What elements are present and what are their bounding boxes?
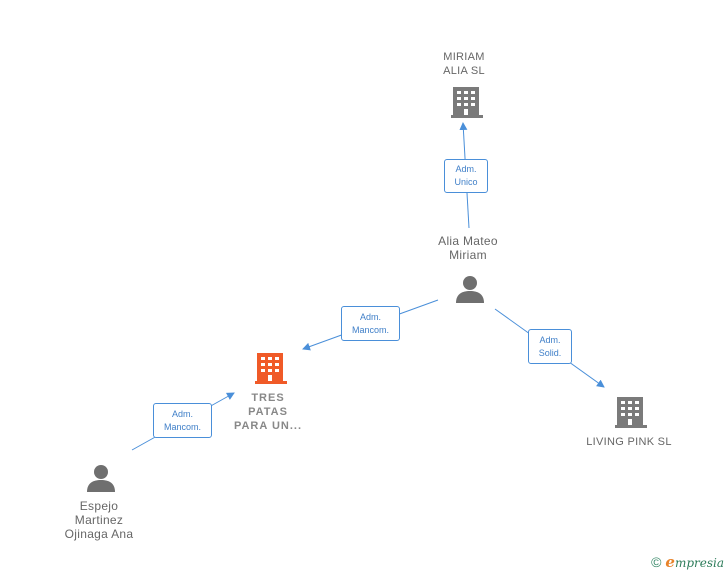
person-icon[interactable]	[456, 276, 484, 303]
person-label-espejo-martinez[interactable]: Espejo Martinez Ojinaga Ana	[64, 499, 134, 541]
building-icon[interactable]	[615, 397, 647, 428]
empresia-logo[interactable]: empresia	[665, 553, 724, 571]
company-label-tres-patas[interactable]: TRES PATAS PARA UN...	[233, 392, 303, 432]
role-badge-line: Mancom.	[163, 421, 201, 432]
role-badge-line: Adm.	[171, 408, 193, 419]
role-badge-adm-mancom: Adm. Mancom.	[341, 306, 400, 341]
logo-text: mpresia	[674, 556, 724, 570]
building-icon[interactable]	[255, 353, 287, 384]
company-label-miriam-alia-sl[interactable]: MIRIAM ALIA SL	[443, 51, 485, 77]
building-icon[interactable]	[451, 87, 483, 118]
role-badge-adm-unico: Adm. Unico	[444, 159, 488, 193]
role-badge-line: Unico	[454, 177, 478, 187]
role-badge-line: Mancom.	[351, 324, 389, 335]
role-badge-line: Adm.	[455, 164, 477, 174]
role-badge-line: Adm.	[539, 334, 561, 345]
person-label-alia-mateo-miriam[interactable]: Alia Mateo Miriam	[438, 234, 498, 262]
logo-initial: e	[665, 553, 675, 571]
role-badge-line: Solid.	[538, 347, 562, 358]
company-label-living-pink-sl[interactable]: LIVING PINK SL	[586, 436, 672, 448]
role-badge-adm-solid: Adm. Solid.	[528, 329, 572, 364]
role-badge-line: Adm.	[359, 311, 381, 322]
copyright-symbol: ©	[651, 554, 662, 570]
role-badge-adm-mancom: Adm. Mancom.	[153, 403, 212, 438]
person-icon[interactable]	[87, 465, 115, 492]
footer-brand[interactable]: © empresia	[651, 553, 724, 571]
